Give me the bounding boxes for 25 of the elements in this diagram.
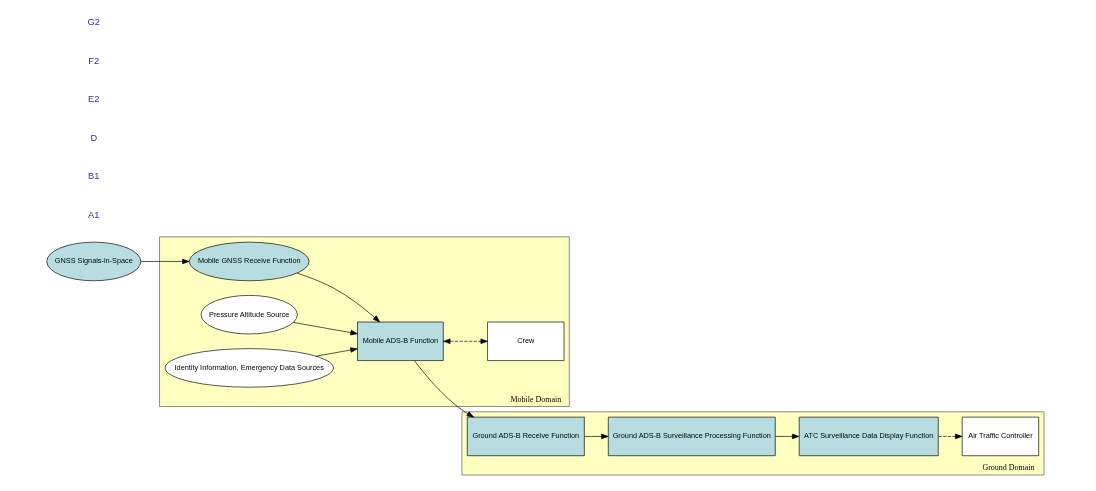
node-box: Air Traffic Controller bbox=[961, 416, 1040, 457]
arrow bbox=[938, 433, 963, 440]
arrow bbox=[775, 433, 800, 440]
arrow bbox=[296, 272, 381, 323]
node-box: Crew bbox=[487, 321, 565, 361]
node-ellipse: Pressure Altitude Source bbox=[200, 295, 298, 335]
node-ellipse: Mobile GNSS Receive Function bbox=[188, 241, 310, 282]
label: F2 bbox=[88, 55, 100, 66]
arrow bbox=[414, 360, 475, 418]
node-box: Mobile ADS-B Function bbox=[357, 321, 444, 361]
node-ellipse: GNSS Signals-in-Space bbox=[46, 241, 142, 282]
label: B1 bbox=[88, 171, 100, 182]
arrow bbox=[293, 322, 358, 336]
arrow bbox=[140, 258, 190, 265]
node-box: ATC Surveillance Data Display Function bbox=[798, 416, 939, 457]
node-box: Ground ADS-B Surveillance Processing Function bbox=[607, 416, 776, 457]
label: G2 bbox=[87, 17, 100, 28]
arrow bbox=[315, 347, 358, 357]
arrow bbox=[584, 433, 609, 440]
label: E2 bbox=[88, 94, 100, 105]
label: A1 bbox=[88, 210, 100, 221]
node-box: Ground ADS-B Receive Function bbox=[466, 416, 585, 457]
node-ellipse: Identity Information, Emergency Data Sources bbox=[164, 348, 334, 388]
arrow bbox=[443, 338, 488, 344]
label: D bbox=[90, 132, 98, 143]
